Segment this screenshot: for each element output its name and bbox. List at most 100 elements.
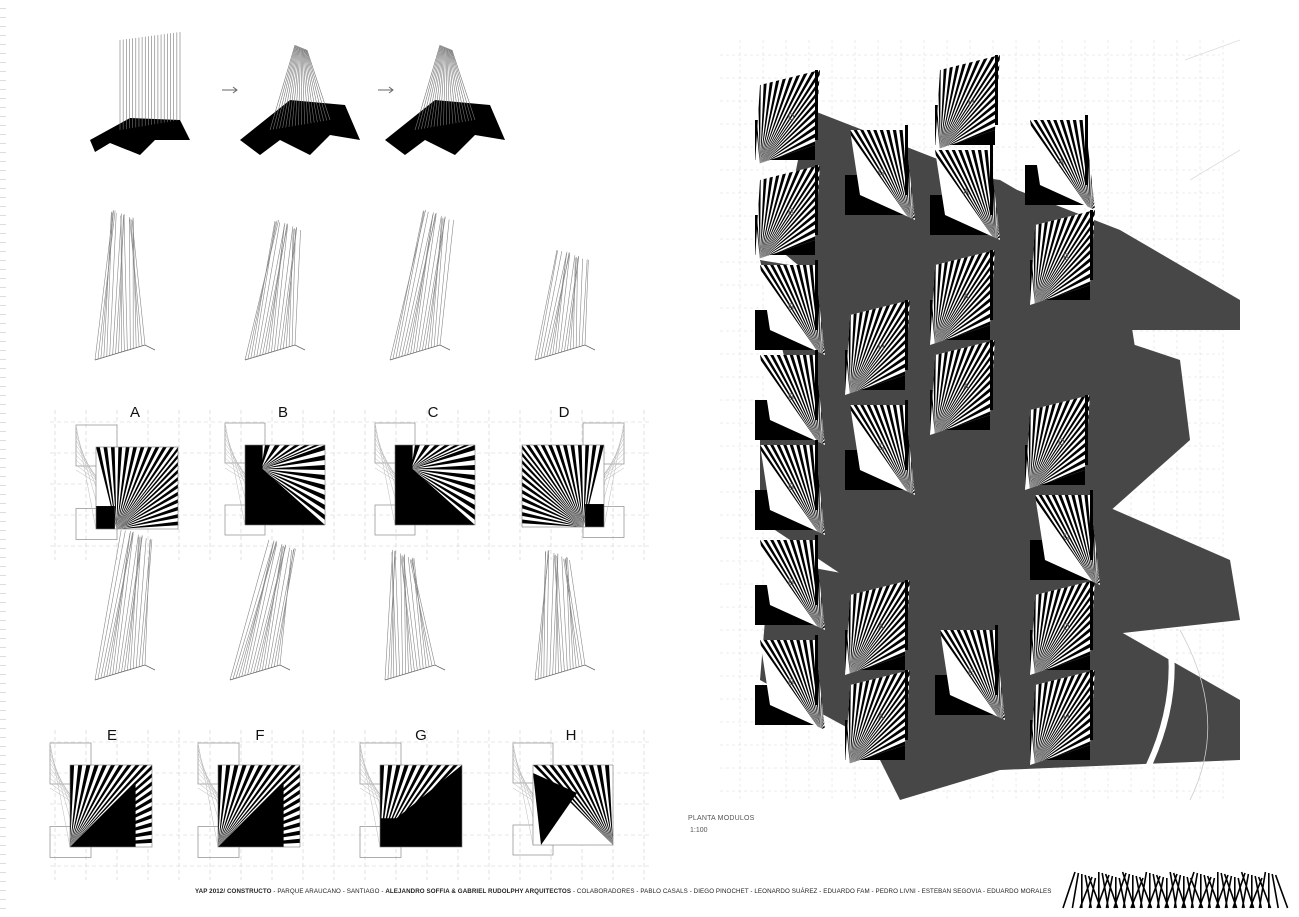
wire-line [552, 553, 559, 675]
stripe [760, 165, 776, 260]
stripe [540, 445, 584, 527]
stripe [850, 405, 910, 495]
stripe [1000, 680, 1005, 720]
stripe [1035, 645, 1095, 675]
stripe [1030, 395, 1090, 490]
stripe [1000, 670, 1005, 720]
stripe [116, 447, 145, 529]
stripe [1035, 670, 1073, 765]
stripe [760, 190, 820, 260]
stripe [935, 250, 995, 345]
stripe [850, 725, 910, 765]
stripe [1035, 585, 1095, 675]
wire-line [448, 48, 460, 123]
stripe [940, 100, 1000, 150]
stripe [850, 300, 902, 395]
stripe [261, 445, 280, 469]
stripe [883, 130, 910, 220]
stripe [995, 200, 1000, 240]
stripe [820, 550, 825, 630]
plan-module: G [845, 400, 915, 495]
stripe [940, 80, 1000, 150]
wire-line [407, 557, 421, 670]
stripe [959, 630, 1000, 720]
stripe [1030, 400, 1090, 490]
stripe [786, 640, 820, 730]
wire-line [256, 222, 281, 357]
stripe [995, 220, 1000, 240]
stripe [820, 700, 825, 730]
wire-line [100, 531, 131, 679]
stripe [935, 340, 944, 435]
stripe [1030, 420, 1090, 490]
stripe [563, 445, 584, 527]
wire-line [100, 211, 114, 359]
wire-line [294, 229, 301, 346]
stripe [1030, 395, 1068, 490]
square-outline [95, 446, 179, 530]
stripe [850, 300, 873, 395]
stripe [1035, 670, 1044, 765]
stripe [261, 445, 300, 469]
stripe [820, 465, 825, 535]
stripe [876, 130, 910, 220]
stripe [820, 680, 825, 730]
wire-line [556, 555, 565, 672]
stripe [764, 355, 820, 445]
stripe [850, 670, 910, 765]
wire-line [285, 46, 299, 128]
stripe [820, 710, 825, 730]
stripe [1030, 395, 1060, 490]
stripe [850, 670, 873, 765]
module-edge [815, 350, 818, 420]
stripe [1035, 225, 1095, 305]
module-stripes [940, 630, 1005, 720]
plan-module-label: B [788, 577, 794, 587]
stripe [910, 415, 915, 495]
wire-line [229, 539, 270, 681]
wire-line [259, 222, 286, 356]
stripe [935, 250, 980, 345]
wire-line [303, 48, 315, 123]
stripe [850, 325, 910, 395]
stripe [940, 55, 949, 150]
logo-stroke [1207, 877, 1216, 909]
arrow-icon [222, 86, 238, 94]
wire-line [112, 213, 122, 355]
stripe [930, 250, 935, 345]
wire-line [555, 554, 559, 674]
stripe [1035, 275, 1095, 305]
stripe [1083, 495, 1095, 585]
wire-line [282, 45, 298, 128]
wire-line [127, 536, 141, 671]
wire-line [106, 212, 113, 357]
wire-line [273, 548, 296, 667]
wire-line [129, 217, 131, 350]
stripe [850, 615, 910, 675]
stripe [605, 765, 613, 845]
module-edge [990, 250, 993, 320]
stripe [935, 55, 940, 150]
stripe [116, 447, 152, 529]
module-edge [995, 625, 998, 695]
stripe [760, 70, 783, 165]
wire-line [97, 530, 126, 680]
stripe [779, 355, 820, 445]
sequence-step-2 [240, 44, 360, 155]
wire-line [279, 549, 292, 666]
wire-line [144, 539, 151, 666]
wire-line [540, 251, 563, 359]
stripe [1035, 210, 1095, 305]
wire-line [400, 555, 415, 672]
module-edge [905, 125, 908, 195]
wire-line [439, 47, 446, 126]
wire-line [141, 539, 153, 666]
stripe [1000, 710, 1005, 720]
wire-line [572, 257, 576, 349]
stripe [820, 285, 825, 355]
wire-line [569, 257, 577, 350]
stripe [760, 135, 820, 165]
stripe [760, 640, 820, 730]
wire-line [546, 552, 550, 677]
wire-line [269, 44, 296, 131]
